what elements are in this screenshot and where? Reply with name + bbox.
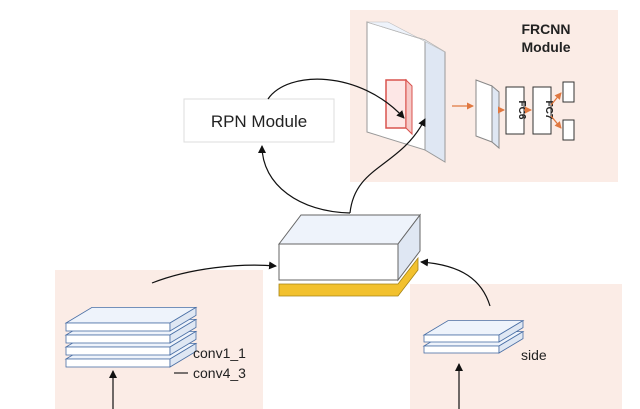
fc7-label: FC7 <box>543 101 554 120</box>
yellow-plate <box>278 256 419 297</box>
fc7-layer: FC7 <box>532 86 554 135</box>
arrow-block-to-frcnn <box>349 118 426 214</box>
frcnn-arrows <box>452 92 562 129</box>
arrow-block-to-rpn <box>258 145 351 214</box>
arrow-rpn-to-roi <box>267 78 405 119</box>
conv4-label: conv4_3 <box>193 365 246 381</box>
fc6-layer: FC6 <box>505 86 527 135</box>
frcnn-title-line1: FRCNN <box>522 21 571 37</box>
side-layer-plate <box>422 319 525 343</box>
fc6-label: FC6 <box>516 101 527 120</box>
output-reg <box>562 119 575 141</box>
output-cls <box>562 81 575 103</box>
rpn-module-label: RPN Module <box>211 112 307 131</box>
side-stack <box>422 319 525 354</box>
conv1-label: conv1_1 <box>193 345 246 361</box>
arrow-left-to-block <box>151 261 277 284</box>
arrow-side-to-block <box>420 258 491 307</box>
left-conv-stack <box>64 306 198 368</box>
conv-layer-plate <box>64 306 198 332</box>
frcnn-title-line2: Module <box>522 39 571 55</box>
rpn-module-box <box>183 98 335 143</box>
roi-pool-plate <box>475 79 500 150</box>
side-label: side <box>521 347 547 363</box>
connector-arrows <box>109 78 491 409</box>
frcnn-feature-map <box>366 21 446 163</box>
fused-feature-block <box>277 213 422 297</box>
